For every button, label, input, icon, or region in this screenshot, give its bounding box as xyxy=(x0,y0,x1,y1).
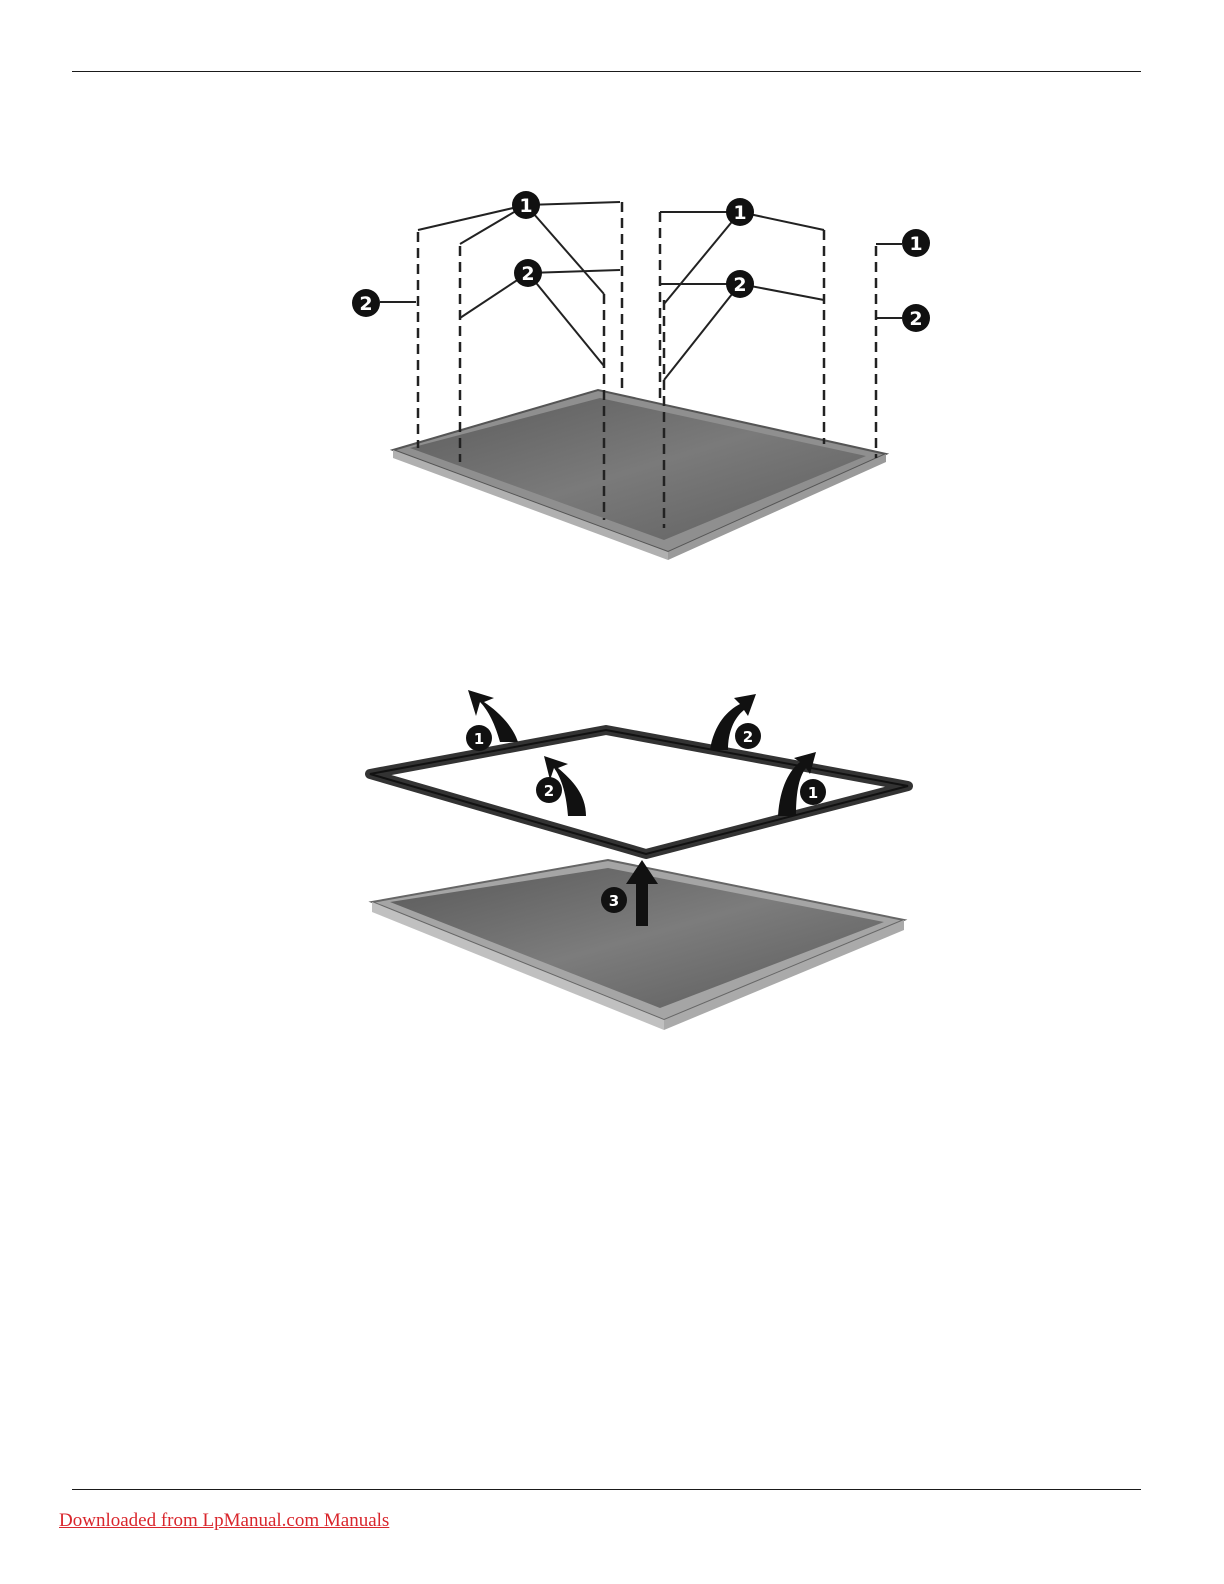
callout-leaders xyxy=(380,202,902,380)
callout-badge-1: 1 xyxy=(726,198,754,226)
svg-text:2: 2 xyxy=(359,293,372,315)
callout-badge-1: 1 xyxy=(466,725,492,751)
screw-removal-illustration: 1 2 2 1 2 1 2 xyxy=(0,180,1224,580)
callout-badge-2: 2 xyxy=(902,304,930,332)
svg-text:1: 1 xyxy=(733,202,746,224)
footer-rule xyxy=(72,1489,1141,1490)
callout-badge-2: 2 xyxy=(536,777,562,803)
callout-badge-2: 2 xyxy=(514,259,542,287)
footer-download-link[interactable]: Downloaded from LpManual.com Manuals xyxy=(59,1510,389,1532)
callout-badge-1: 1 xyxy=(902,229,930,257)
svg-text:1: 1 xyxy=(474,730,484,748)
svg-text:2: 2 xyxy=(544,782,554,800)
svg-text:2: 2 xyxy=(733,274,746,296)
callout-badge-2: 2 xyxy=(352,289,380,317)
callout-badge-2: 2 xyxy=(735,723,761,749)
svg-text:3: 3 xyxy=(609,892,619,910)
callout-badge-1: 1 xyxy=(800,779,826,805)
callout-badge-2: 2 xyxy=(726,270,754,298)
svg-text:2: 2 xyxy=(909,308,922,330)
svg-text:1: 1 xyxy=(519,195,532,217)
display-panel xyxy=(393,390,886,560)
callout-badge-1: 1 xyxy=(512,191,540,219)
header-rule xyxy=(72,71,1141,72)
svg-text:1: 1 xyxy=(909,233,922,255)
display-bezel xyxy=(370,730,908,854)
svg-text:2: 2 xyxy=(743,728,753,746)
svg-text:2: 2 xyxy=(521,263,534,285)
callout-badge-3: 3 xyxy=(601,887,627,913)
svg-text:1: 1 xyxy=(808,784,818,802)
bezel-removal-illustration: 1 2 2 1 3 xyxy=(0,680,1224,1060)
